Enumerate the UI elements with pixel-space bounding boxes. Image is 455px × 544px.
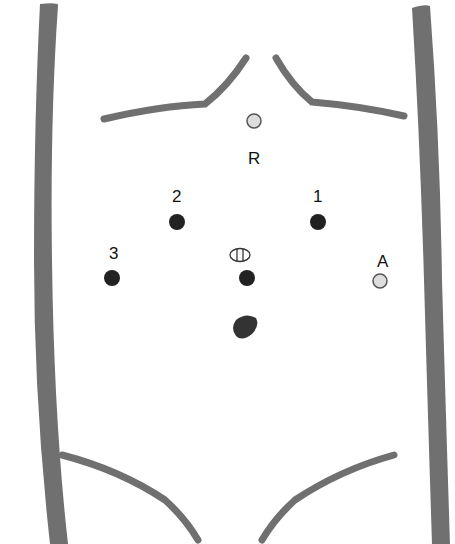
left-flank xyxy=(34,3,68,544)
umbilicus-symbol xyxy=(242,249,243,261)
callout-label: 3 xyxy=(109,245,118,262)
port-dot xyxy=(169,214,185,230)
callout-label: A xyxy=(377,253,388,270)
callout-label: R xyxy=(248,150,260,167)
umbilicus-symbol xyxy=(230,249,250,262)
port-dot xyxy=(104,270,120,286)
umbilicus-symbol xyxy=(236,249,237,261)
left-costal-margin xyxy=(104,58,246,119)
callout-label: 1 xyxy=(313,188,322,205)
port-dot xyxy=(310,214,326,230)
right-groin-line xyxy=(262,455,394,540)
port-dot xyxy=(373,274,387,288)
callout-label: 2 xyxy=(172,188,181,205)
left-groin-line xyxy=(62,455,198,540)
right-flank xyxy=(412,5,450,544)
right-costal-margin xyxy=(276,58,404,116)
port-dot xyxy=(239,270,255,286)
port-dot xyxy=(247,114,261,128)
umbilicus-mark xyxy=(233,315,257,338)
